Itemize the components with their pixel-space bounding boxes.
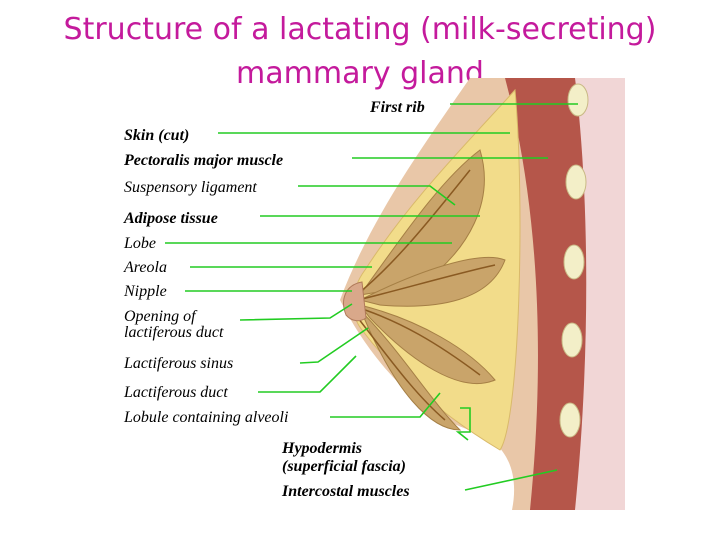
- leader-suspensory: [298, 185, 456, 206]
- rib-5: [559, 402, 581, 438]
- leader-lines: [165, 103, 578, 491]
- title-line-2: mammary gland: [236, 56, 484, 91]
- leader-sinus: [299, 327, 369, 364]
- rib-4: [561, 322, 583, 358]
- leader-opening: [239, 303, 353, 321]
- label-opening-2: lactiferous duct: [124, 324, 224, 341]
- label-duct: Lactiferous duct: [124, 384, 228, 401]
- label-first-rib: First rib: [370, 99, 425, 116]
- label-lobe: Lobe: [124, 235, 156, 252]
- rib-2: [565, 164, 587, 200]
- label-sinus: Lactiferous sinus: [124, 355, 234, 372]
- ribs: [559, 83, 589, 438]
- label-areola: Areola: [124, 259, 167, 276]
- label-opening-1: Opening of: [124, 308, 196, 325]
- leader-intercostal: [464, 469, 558, 491]
- label-skin-cut: Skin (cut): [124, 127, 190, 144]
- label-adipose: Adipose tissue: [124, 210, 218, 227]
- page-title: Structure of a lactating (milk-secreting…: [0, 8, 720, 96]
- label-suspensory: Suspensory ligament: [124, 179, 257, 196]
- label-nipple: Nipple: [124, 283, 167, 300]
- label-intercostal: Intercostal muscles: [282, 483, 410, 500]
- label-hypodermis-2: (superficial fascia): [282, 458, 406, 475]
- label-pectoralis: Pectoralis major muscle: [124, 152, 284, 169]
- rib-3: [563, 244, 585, 280]
- label-lobule: Lobule containing alveoli: [124, 409, 289, 426]
- leader-hypodermis: [455, 407, 471, 441]
- title-line-1: Structure of a lactating (milk-secreting…: [63, 12, 657, 47]
- leader-duct: [258, 355, 357, 393]
- label-hypodermis-1: Hypodermis: [282, 440, 362, 457]
- leader-lobule: [330, 392, 441, 418]
- glandular-lobes: [358, 149, 506, 431]
- rib-1: [567, 83, 589, 117]
